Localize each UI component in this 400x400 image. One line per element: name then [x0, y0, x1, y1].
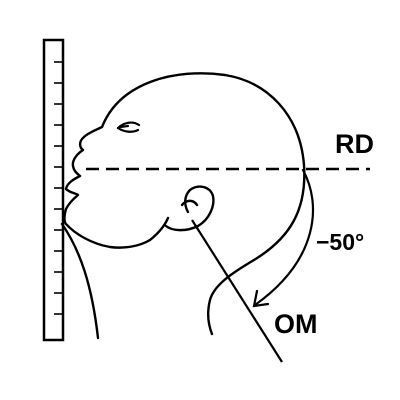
image-receptor-board: [42, 38, 65, 342]
neck-front-outline: [60, 222, 100, 340]
ear-icon: [164, 185, 215, 232]
jaw-outline: [148, 216, 170, 242]
receptor-tick-marks: [54, 61, 63, 315]
om-reference-line: [191, 219, 283, 363]
angle-arc: [252, 168, 315, 308]
om-label: OM: [274, 309, 318, 339]
angle-arrow-head: [252, 289, 270, 308]
head-profile: [60, 72, 306, 340]
rd-label: RD: [335, 129, 374, 159]
angle-label: −50°: [316, 229, 364, 255]
receptor-outline: [42, 38, 65, 342]
eye-icon: [116, 121, 141, 133]
face-and-skull-outline: [63, 72, 306, 336]
